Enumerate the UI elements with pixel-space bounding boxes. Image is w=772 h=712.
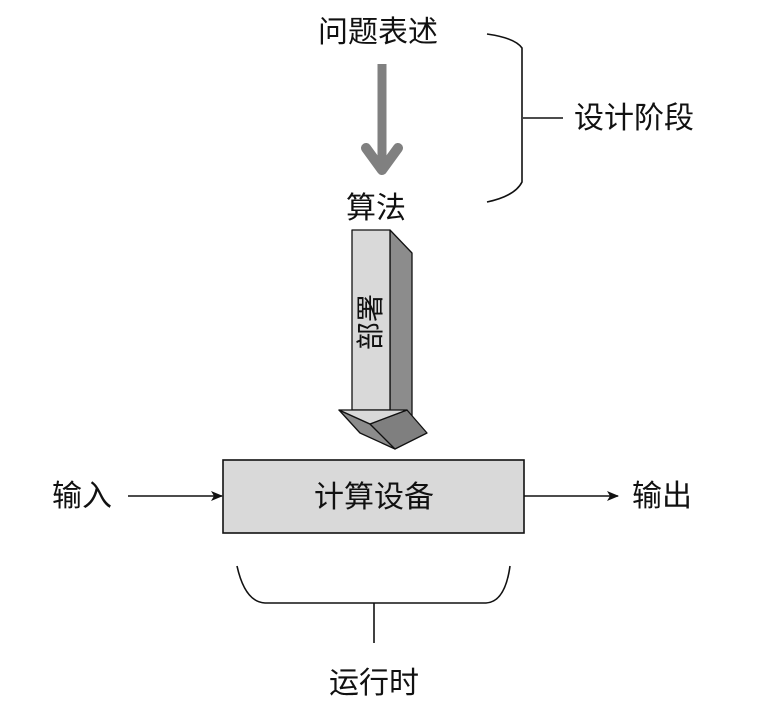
deployment-arrow bbox=[338, 229, 428, 450]
deployment-label: 部署 bbox=[354, 294, 387, 350]
output-label: 输出 bbox=[632, 479, 692, 514]
design-phase-bracket bbox=[486, 33, 563, 203]
algorithm-label: 算法 bbox=[346, 191, 406, 226]
design-phase-label: 设计阶段 bbox=[574, 101, 694, 136]
input-label: 输入 bbox=[52, 479, 112, 514]
computing-device-label: 计算设备 bbox=[314, 480, 434, 515]
design-arrow bbox=[361, 64, 403, 175]
problem-statement-label: 问题表述 bbox=[318, 15, 438, 50]
runtime-bracket bbox=[236, 565, 511, 643]
runtime-label: 运行时 bbox=[329, 666, 419, 701]
